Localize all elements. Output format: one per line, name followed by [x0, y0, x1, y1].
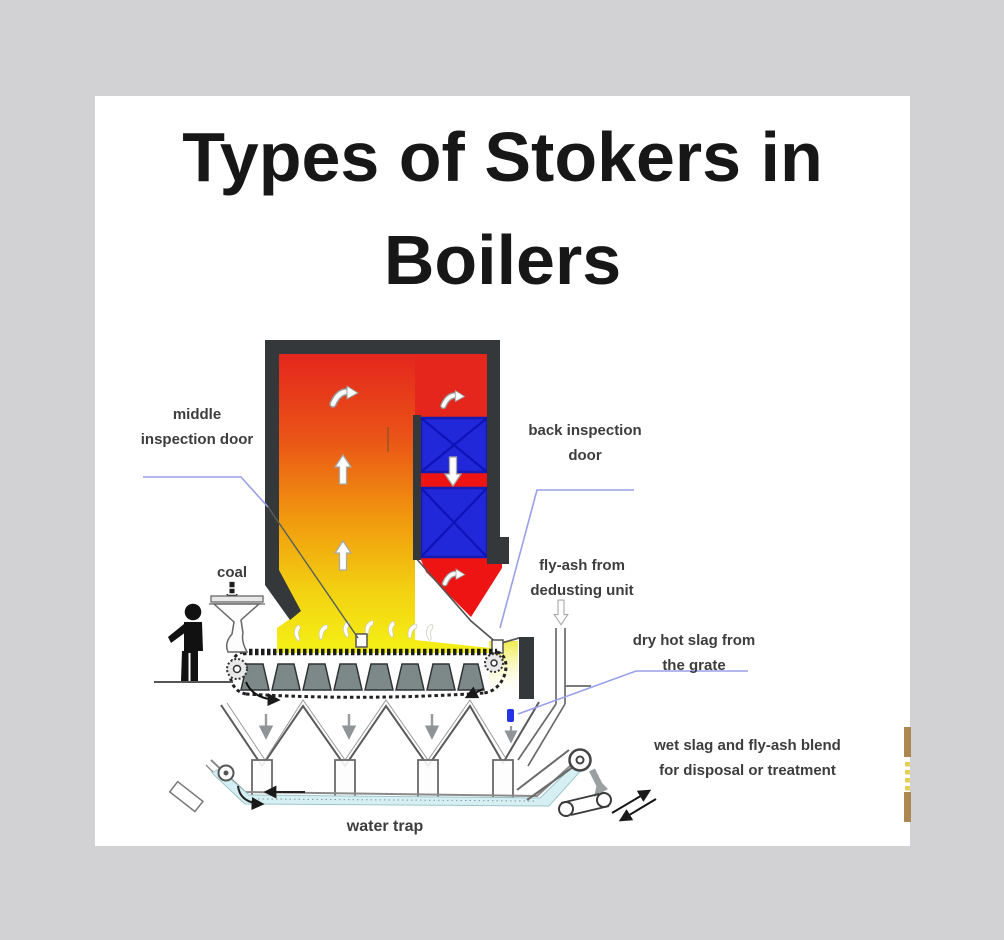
fly-ash-duct: [517, 599, 591, 767]
label-back-inspection-door: back inspection door: [528, 422, 642, 464]
ash-hoppers: [220, 699, 540, 799]
gold-accent-bar: [904, 727, 911, 822]
label-coal: coal: [216, 564, 247, 581]
coal-feeder: [209, 581, 265, 653]
middle-inspection-door-marker: [355, 633, 368, 648]
chain-grate: [226, 648, 508, 707]
person-figure: [168, 603, 203, 681]
rear-pass: [419, 416, 502, 617]
heat-exchanger-2: [419, 486, 489, 559]
boiler-walls: [265, 340, 534, 699]
page-title: Types of Stokers in Boilers: [182, 118, 823, 299]
flue-boundary: [414, 556, 520, 645]
dry-slag-marker: [504, 709, 518, 744]
furnace-chamber: [277, 354, 490, 653]
label-water-trap: water trap: [346, 818, 424, 835]
label-fly-ash: fly-ash from dedusting unit: [530, 557, 634, 599]
slag-discharge-conveyor: [516, 748, 657, 822]
leader-lines: [143, 476, 748, 715]
label-dry-hot-slag: dry hot slag from the grate: [632, 632, 756, 674]
label-wet-slag: wet slag and fly-ash blend for disposal …: [654, 737, 841, 779]
label-middle-inspection-door: middle inspection door: [140, 406, 254, 448]
